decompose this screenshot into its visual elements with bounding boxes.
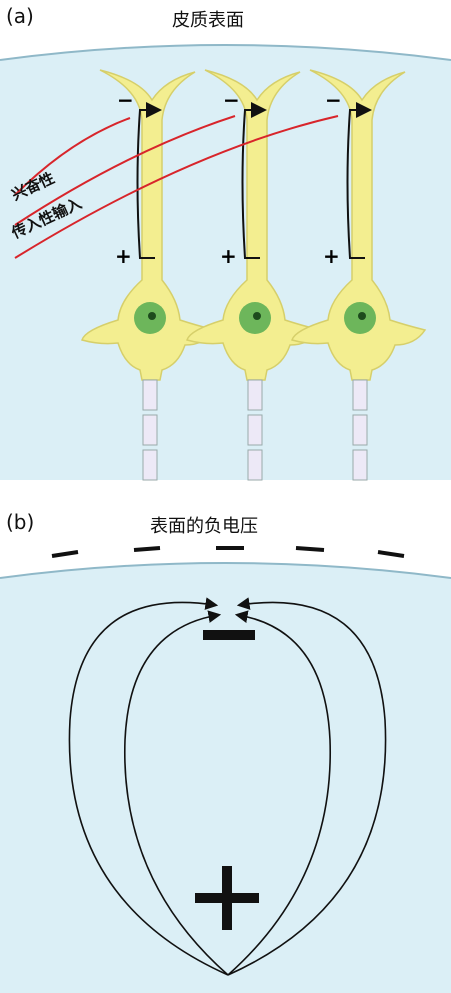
plus-sign-3: + (323, 244, 340, 268)
panel-a-label: (a) (6, 4, 34, 28)
excitatory-afferent-fibers (14, 115, 339, 259)
pyramidal-neuron-3 (291, 69, 427, 481)
panel-b-label: (b) (6, 510, 35, 534)
cortical-surface-line-a (0, 44, 451, 61)
surface-negative-marks (51, 546, 405, 558)
positive-pole-vertical (222, 866, 232, 930)
panel-b-title: 表面的负电压 (150, 516, 258, 537)
panel-a-title: 皮质表面 (172, 10, 244, 31)
pyramidal-neuron-2 (186, 69, 322, 481)
negative-pole-symbol (203, 630, 255, 640)
field-lines (68, 597, 387, 976)
current-loops (136, 102, 372, 259)
plus-sign-2: + (220, 244, 237, 268)
cortex-tissue-a (0, 45, 451, 480)
minus-sign-2: − (223, 88, 240, 112)
plus-sign-1: + (115, 244, 132, 268)
minus-sign-3: − (325, 88, 342, 112)
cortical-surface-line-b (0, 562, 451, 579)
pyramidal-neuron-1 (81, 69, 217, 481)
minus-sign-1: − (117, 88, 134, 112)
